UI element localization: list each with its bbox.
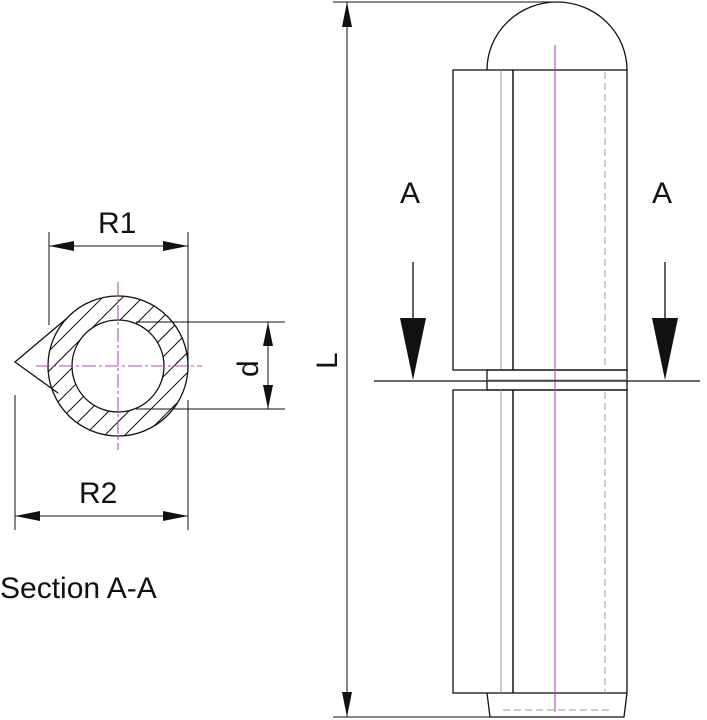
cut-left-label: A: [400, 177, 420, 210]
d-label: d: [232, 360, 265, 377]
length-dimension: [333, 1, 555, 718]
lower-barrel: [512, 389, 628, 694]
lower-leaf: [452, 389, 514, 694]
length-label: L: [311, 352, 344, 369]
section-caption: Section A-A: [0, 572, 157, 605]
barrel-bottom-pin: [486, 692, 628, 718]
cut-arrow-left: [400, 262, 426, 380]
d-dimension: [136, 321, 285, 410]
section-leaf-wing: [13, 318, 67, 394]
section-view: R1 d R2 Section A-A: [0, 207, 285, 605]
r1-dimension: [48, 232, 189, 372]
upper-leaf: [452, 69, 514, 371]
cut-right-label: A: [652, 177, 672, 210]
cut-arrow-right: [652, 262, 678, 380]
r2-label: R2: [79, 477, 117, 510]
upper-barrel: [512, 69, 628, 371]
barrel-top-dome: [486, 1, 628, 71]
side-view: L A A: [311, 1, 700, 718]
r2-dimension: [14, 395, 189, 530]
r1-label: R1: [98, 207, 136, 240]
